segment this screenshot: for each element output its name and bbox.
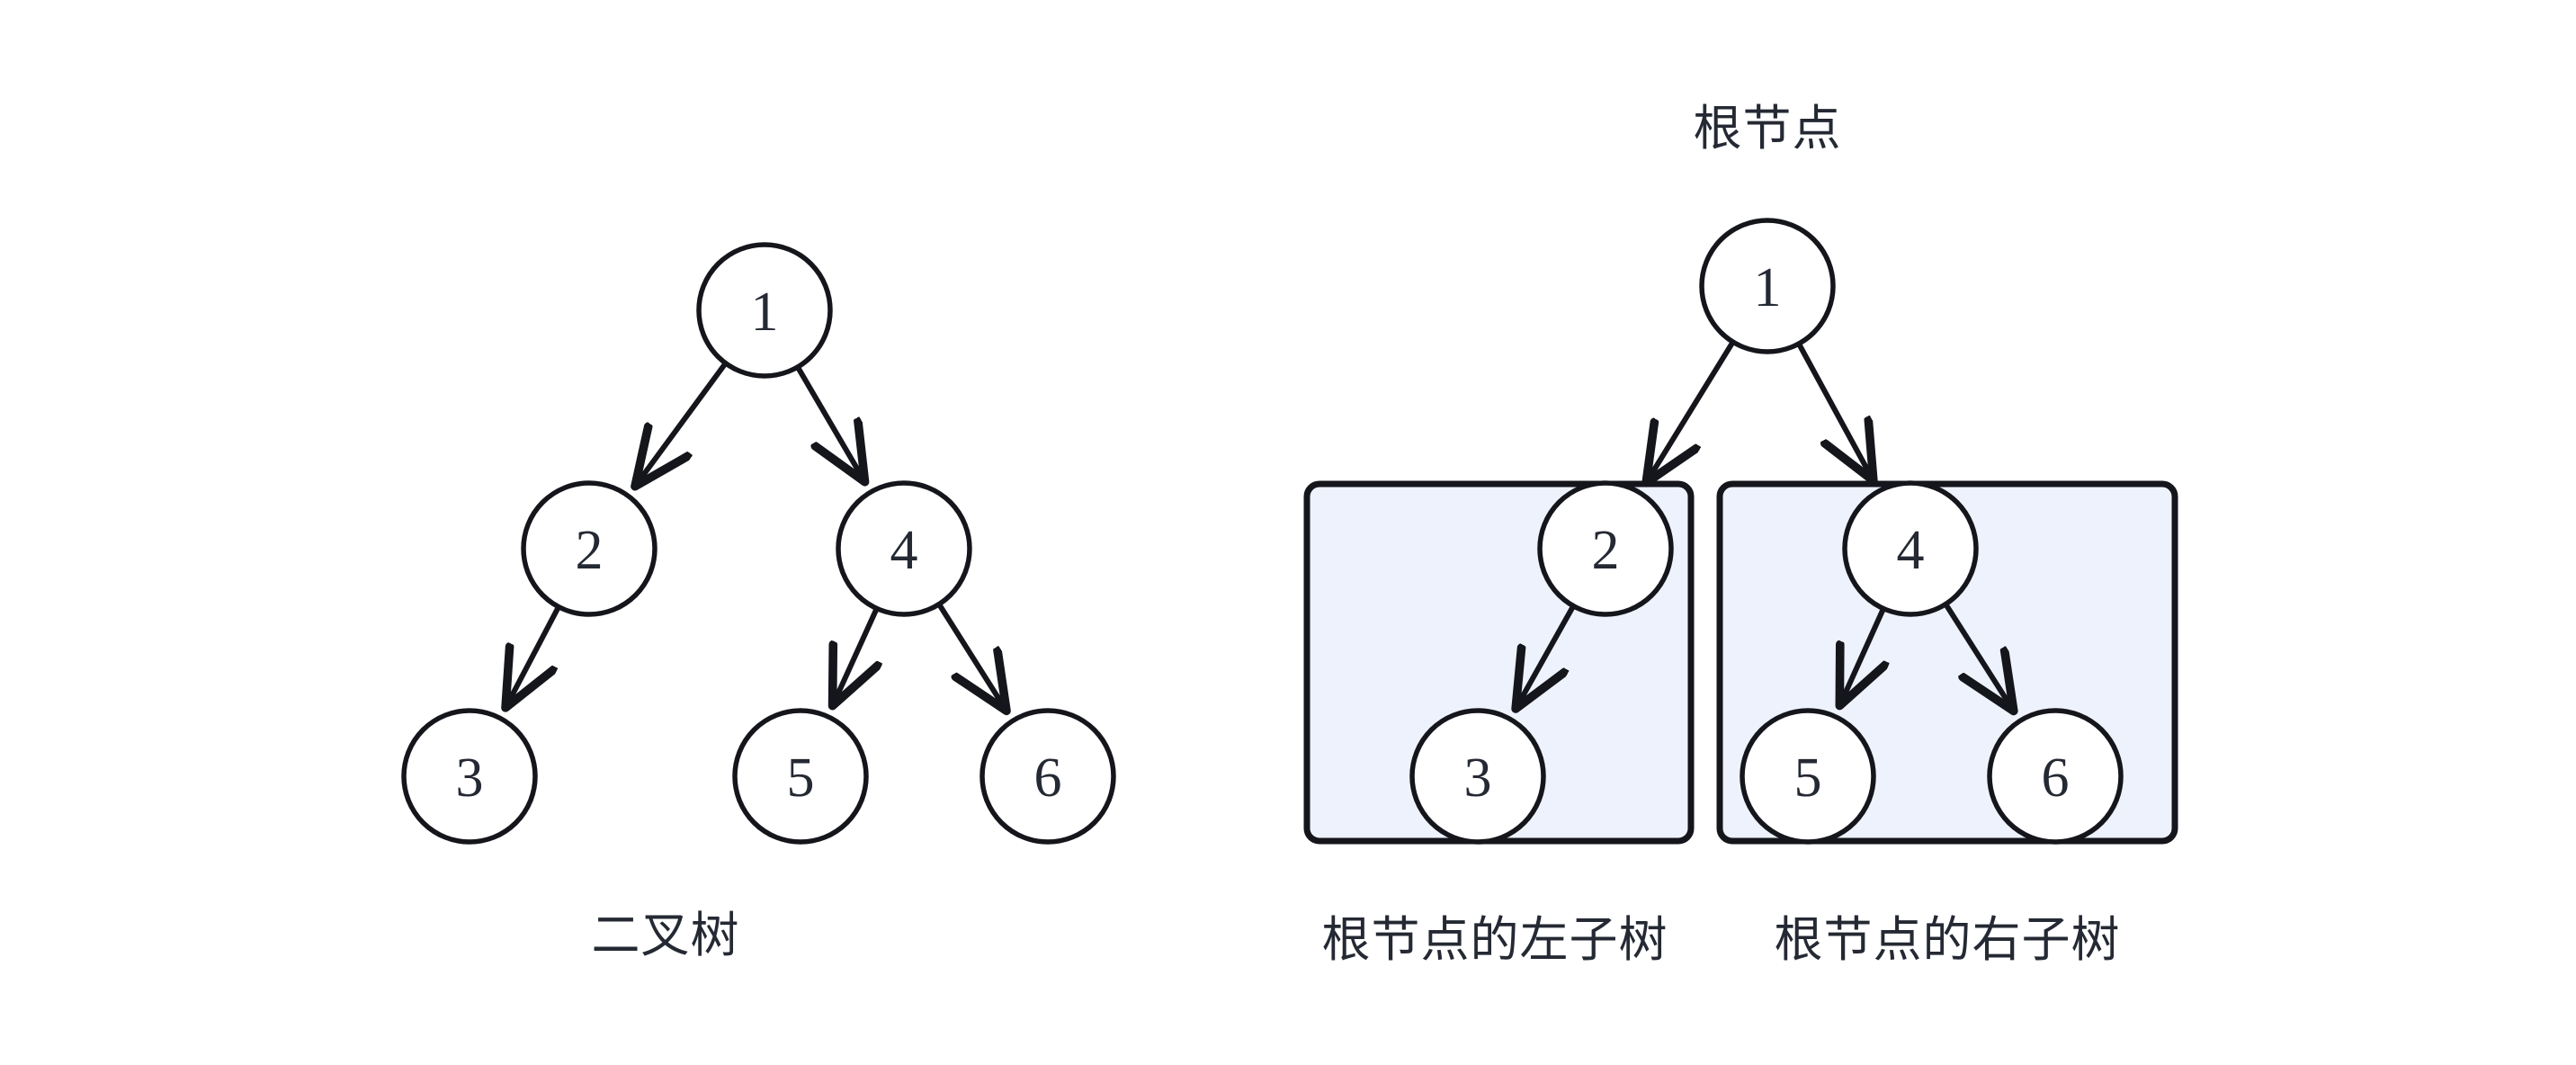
edge-4-to-6-right — [1944, 604, 2012, 709]
node-label: 6 — [2042, 747, 2070, 809]
subtree-node-6[interactable]: 6 — [1987, 708, 2124, 845]
left-panel-nodes: 1 2 4 3 5 6 — [401, 242, 1116, 845]
edge-1-to-4 — [796, 367, 863, 479]
node-label: 1 — [751, 282, 779, 343]
edge-root-to-left-subtree — [1648, 342, 1735, 480]
node-label: 5 — [787, 747, 815, 809]
subtree-node-3[interactable]: 3 — [1409, 708, 1546, 845]
edge-4-to-5 — [834, 609, 876, 703]
node-circle — [521, 480, 657, 617]
node-label: 4 — [1897, 520, 1925, 581]
tree-node-4[interactable]: 4 — [836, 480, 972, 617]
node-label: 2 — [1592, 520, 1620, 581]
tree-node-5[interactable]: 5 — [732, 708, 869, 845]
node-circle — [1699, 218, 1836, 354]
subtree-node-5[interactable]: 5 — [1740, 708, 1876, 845]
node-circle — [1740, 708, 1876, 845]
edge-2-to-3 — [506, 606, 560, 705]
right-panel-edges — [1517, 342, 2013, 709]
tree-node-6[interactable]: 6 — [979, 708, 1116, 845]
right-panel-nodes: 1 2 4 3 5 6 — [1409, 218, 2124, 845]
node-label: 3 — [1464, 747, 1492, 809]
right-subtree-caption: 根节点的右子树 — [1775, 913, 2121, 967]
left-panel-edges — [506, 362, 1005, 708]
node-circle — [979, 708, 1116, 845]
node-label: 2 — [576, 520, 604, 581]
edge-root-to-right-subtree — [1797, 344, 1873, 479]
tree-node-3[interactable]: 3 — [401, 708, 538, 845]
node-circle — [1537, 480, 1674, 617]
node-label: 6 — [1034, 747, 1062, 809]
tree-node-1[interactable]: 1 — [696, 242, 833, 379]
node-circle — [1409, 708, 1546, 845]
subtree-node-4[interactable]: 4 — [1842, 480, 1979, 617]
root-node-caption: 根节点 — [1694, 102, 1842, 156]
root-node-1[interactable]: 1 — [1699, 218, 1836, 354]
tree-node-2[interactable]: 2 — [521, 480, 657, 617]
node-circle — [1842, 480, 1979, 617]
node-circle — [696, 242, 833, 379]
subtree-node-2[interactable]: 2 — [1537, 480, 1674, 617]
node-label: 3 — [456, 747, 484, 809]
edge-1-to-2 — [637, 362, 727, 484]
node-label: 5 — [1794, 747, 1822, 809]
edge-4-to-5-right — [1841, 609, 1883, 703]
edge-4-to-6 — [937, 604, 1005, 708]
node-circle — [401, 708, 538, 845]
node-label: 1 — [1754, 257, 1782, 318]
node-circle — [732, 708, 869, 845]
edge-2-to-3-right — [1517, 605, 1575, 706]
node-circle — [836, 480, 972, 617]
left-tree-caption: 二叉树 — [592, 908, 740, 962]
node-label: 4 — [890, 520, 918, 581]
node-circle — [1987, 708, 2124, 845]
left-subtree-caption: 根节点的左子树 — [1322, 913, 1668, 967]
